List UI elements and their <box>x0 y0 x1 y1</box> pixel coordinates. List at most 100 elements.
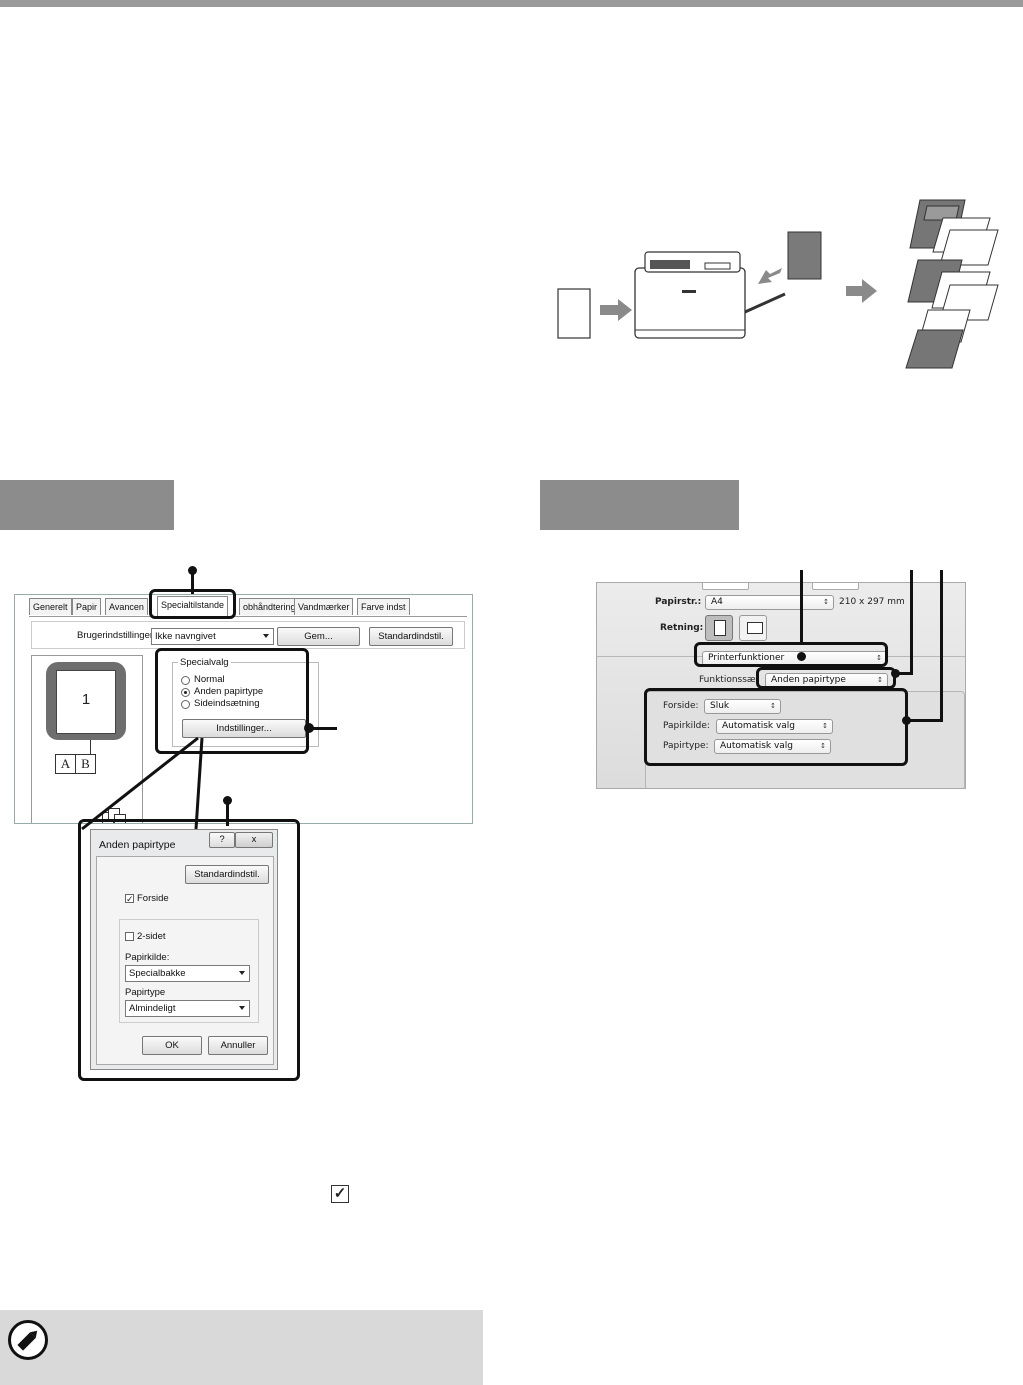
cover-value: Sluk <box>710 701 730 711</box>
staple-pages-icon <box>102 806 126 823</box>
updown-icon: ↕ <box>877 676 883 684</box>
booklet-icon: A B <box>55 754 97 774</box>
tab-papir[interactable]: Papir <box>72 598 102 615</box>
callout-dot <box>891 669 900 678</box>
mac-paper-source-label: Papirkilde: <box>663 721 710 731</box>
updown-icon: ↕ <box>770 702 776 710</box>
paper-type-label: Papirtype <box>125 987 166 998</box>
tab-generelt[interactable]: Generelt <box>29 598 72 615</box>
diagonal-arrow-icon <box>758 268 782 284</box>
tab-avanceret[interactable]: Avancen <box>105 598 148 615</box>
chevron-down-icon <box>239 1006 245 1010</box>
orientation-label: Retning: <box>660 623 704 633</box>
mac-paper-source-value: Automatisk valg <box>722 721 796 731</box>
default-settings-button[interactable]: Standardindstil. <box>369 627 453 646</box>
updown-icon: ↕ <box>820 742 826 750</box>
tab-panel: Brugerindstillinger: Ikke navngivet Gem.… <box>29 616 467 823</box>
updown-icon: ↕ <box>823 598 829 606</box>
callout-dot <box>797 652 806 661</box>
cover-popup[interactable]: Sluk ↕ <box>704 699 781 714</box>
save-button[interactable]: Gem... <box>277 627 360 646</box>
portrait-orientation-icon[interactable] <box>705 615 733 641</box>
pages-to-field[interactable] <box>812 583 859 590</box>
feature-set-callout <box>756 667 896 689</box>
output-stack-icon <box>905 199 999 369</box>
page-number: 1 <box>81 691 91 708</box>
tab-vandmaerker[interactable]: Vandmærker <box>294 598 354 615</box>
paper-size-label: Papirstr.: <box>655 597 702 607</box>
radio-page-insertion[interactable] <box>181 700 190 709</box>
radio-normal[interactable] <box>181 676 190 685</box>
callout-line <box>906 719 942 722</box>
mac-paper-source-popup[interactable]: Automatisk valg ↕ <box>716 719 833 734</box>
feature-set-value: Anden papirtype <box>771 675 846 685</box>
cover-checkbox-label: Forside <box>137 893 169 904</box>
cancel-button[interactable]: Annuller <box>208 1036 268 1055</box>
tab-jobhandtering[interactable]: obhåndtering <box>239 598 300 615</box>
paper-source-select[interactable]: Specialbakke <box>125 965 250 982</box>
cover-checkbox[interactable]: ✓ <box>125 894 134 904</box>
cover-paper-sheet <box>787 231 822 280</box>
feature-set-label: Funktionssæ <box>699 675 756 685</box>
mac-paper-type-popup[interactable]: Automatisk valg ↕ <box>714 739 831 754</box>
ok-button[interactable]: OK <box>142 1036 202 1055</box>
tab-farve-indst[interactable]: Farve indst <box>357 598 410 615</box>
top-rule <box>0 0 1023 7</box>
section-tab-mac <box>540 480 739 530</box>
duplex-checkbox[interactable] <box>125 932 134 941</box>
cover-insert-illustration <box>557 199 999 369</box>
user-settings-select[interactable]: Ikke navngivet <box>151 628 274 645</box>
radio-other-paper-type[interactable] <box>181 688 190 697</box>
duplex-checkbox-label: 2-sidet <box>137 931 166 942</box>
callout-dot <box>902 716 911 725</box>
callout-line <box>800 570 803 642</box>
callout-dot <box>304 723 314 733</box>
section-tab-windows <box>0 480 174 530</box>
pages-from-field[interactable] <box>702 583 749 590</box>
printer-icon <box>634 251 786 339</box>
cover-options-group <box>119 919 259 1023</box>
landscape-orientation-icon[interactable] <box>739 615 767 641</box>
preview-pane: 1 A B <box>31 655 143 823</box>
printer-features-value: Printerfunktioner <box>708 653 785 663</box>
tab-callout <box>149 589 236 619</box>
connector-line <box>90 740 91 754</box>
paper-source-label: Papirkilde: <box>125 952 170 963</box>
user-settings-value: Ikke navngivet <box>155 631 216 642</box>
tab-specialtilstande[interactable]: Specialtilstande <box>157 596 229 616</box>
checkbox-checked-icon: ✓ <box>331 1185 349 1203</box>
help-button[interactable]: ? <box>209 832 235 848</box>
mac-paper-type-value: Automatisk valg <box>720 741 794 751</box>
callout-line <box>895 672 912 675</box>
plain-paper-sheet <box>557 288 591 339</box>
radio-page-insertion-label: Sideindsætning <box>194 698 260 709</box>
callout-dot <box>223 796 232 805</box>
special-options-title: Specialvalg <box>178 657 231 668</box>
dialog-title: Anden papirtype <box>99 839 176 851</box>
pencil-icon <box>8 1320 48 1360</box>
mac-paper-type-label: Papirtype: <box>663 741 709 751</box>
other-paper-type-dialog: Anden papirtype ? x Standardindstil. ✓ F… <box>90 829 278 1070</box>
note-box <box>0 1310 483 1385</box>
chevron-down-icon <box>263 634 269 638</box>
paper-source-value: Specialbakke <box>129 968 186 979</box>
dialog-body: Standardindstil. ✓ Forside 2-sidet Papir… <box>96 856 274 1065</box>
default-settings-button[interactable]: Standardindstil. <box>185 865 269 884</box>
radio-other-paper-type-label: Anden papirtype <box>194 686 264 697</box>
paper-size-popup[interactable]: A4 ↕ <box>705 595 834 610</box>
close-button[interactable]: x <box>235 832 273 848</box>
callout-line <box>940 570 943 722</box>
subdialog-callout <box>78 819 300 1081</box>
cover-label: Forside: <box>663 701 699 711</box>
special-options-group <box>172 662 319 747</box>
callout-line <box>309 727 337 730</box>
zoom-lines <box>81 736 204 831</box>
paper-type-select[interactable]: Almindeligt <box>125 1000 250 1017</box>
right-arrow-icon <box>600 299 632 321</box>
printer-properties-dialog: Generelt Papir Avancen Specialtilstande … <box>14 594 473 824</box>
paper-size-dimensions: 210 x 297 mm <box>839 597 905 607</box>
page-preview-frame: 1 <box>46 662 126 740</box>
callout-line <box>191 570 194 594</box>
output-arrow-icon <box>846 279 877 303</box>
features-menu-callout <box>694 642 888 667</box>
